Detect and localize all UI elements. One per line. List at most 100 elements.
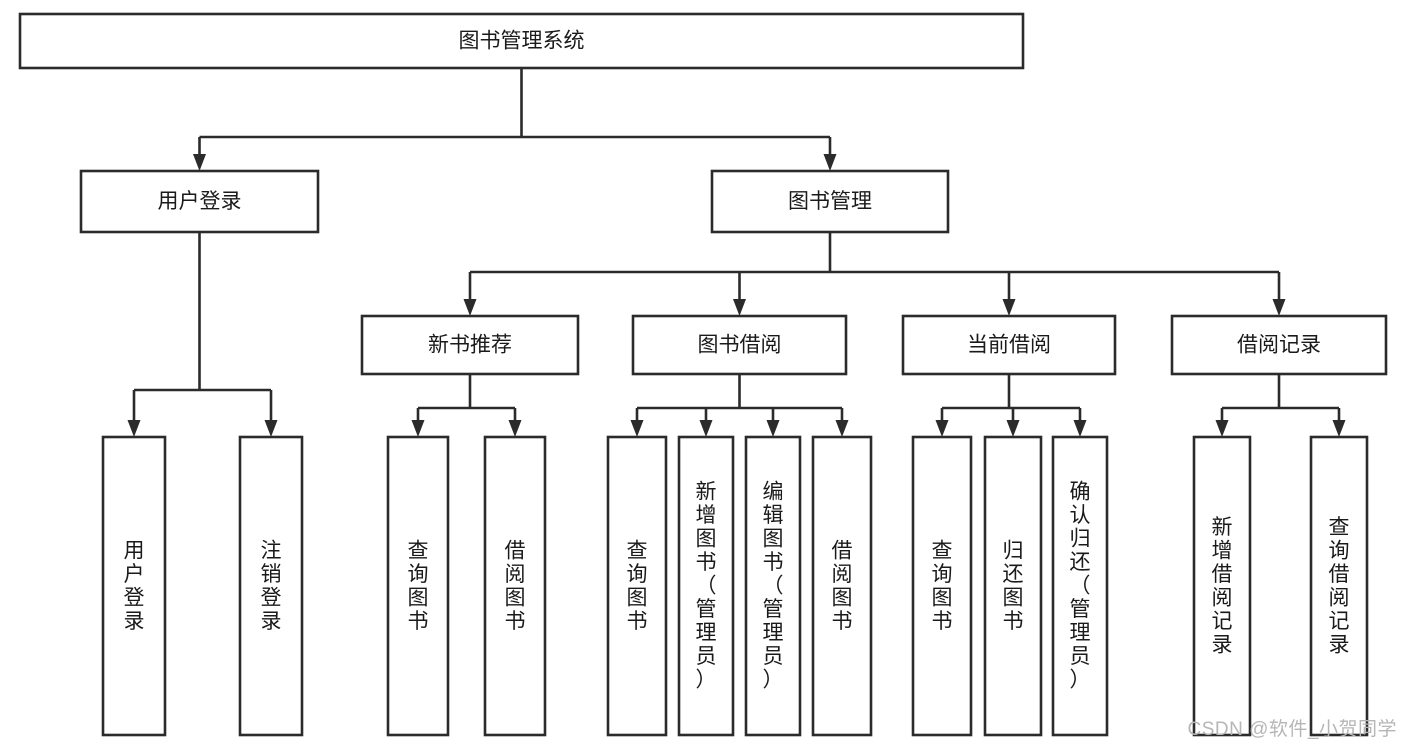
node-label-char: 员 bbox=[1070, 645, 1091, 668]
node-label-char: 理 bbox=[1070, 622, 1091, 645]
node-label-char: 图 bbox=[1003, 586, 1024, 609]
arrow-head-icon bbox=[1332, 420, 1346, 437]
node-box bbox=[606, 435, 668, 737]
node-label-char: 图 bbox=[505, 586, 526, 609]
node-book-borrow[interactable]: 图书借阅 bbox=[631, 314, 848, 376]
node-borrow-record[interactable]: 借阅记录 bbox=[1170, 314, 1388, 376]
node-box bbox=[983, 435, 1043, 737]
node-label-char: 管 bbox=[1070, 598, 1091, 621]
node-label-char: 编 bbox=[763, 481, 784, 504]
node-label-char: （ bbox=[763, 575, 784, 598]
arrow-head-icon bbox=[1002, 299, 1016, 316]
node-label: 图书管理系统 bbox=[459, 30, 585, 53]
node-user-login[interactable]: 用户登录 bbox=[79, 169, 320, 234]
node-label-char: 录 bbox=[124, 610, 145, 633]
node-box bbox=[238, 435, 304, 737]
node-label: 用户登录 bbox=[158, 190, 242, 213]
node-box bbox=[911, 435, 973, 737]
arrow-head-icon bbox=[193, 154, 206, 171]
node-root[interactable]: 图书管理系统 bbox=[18, 12, 1025, 70]
node-label-char: 询 bbox=[932, 563, 953, 586]
node-label-char: 图 bbox=[763, 528, 784, 551]
arrow-head-icon bbox=[733, 299, 746, 316]
node-current-borrow[interactable]: 当前借阅 bbox=[901, 314, 1117, 376]
node-label-char: 管 bbox=[696, 598, 717, 621]
node-label-char: 销 bbox=[261, 563, 282, 586]
node-box bbox=[744, 435, 802, 737]
arrow-head-icon bbox=[1272, 299, 1286, 316]
node-leaf-user-login[interactable]: 用户登录 bbox=[101, 435, 167, 737]
node-label-char: ） bbox=[763, 669, 784, 692]
node-label-char: 管 bbox=[763, 598, 784, 621]
node-label-char: 书 bbox=[408, 610, 429, 633]
node-box bbox=[677, 435, 735, 737]
csdn-watermark: CSDN @软件_小贺同学 bbox=[1187, 719, 1397, 740]
node-box bbox=[18, 12, 1025, 70]
node-label-char: 员 bbox=[763, 645, 784, 668]
node-new-book-recommend[interactable]: 新书推荐 bbox=[360, 314, 580, 376]
node-label-char: 阅 bbox=[832, 563, 853, 586]
node-label-char: 书 bbox=[932, 610, 953, 633]
node-label-char: 认 bbox=[1070, 504, 1091, 527]
arrow-head-icon bbox=[766, 420, 780, 437]
node-label-char: 理 bbox=[763, 622, 784, 645]
node-label-char: 阅 bbox=[505, 563, 526, 586]
node-label-char: 录 bbox=[1212, 633, 1233, 656]
node-label-char: 记 bbox=[1212, 610, 1233, 633]
node-label-char: （ bbox=[1070, 575, 1091, 598]
arrow-head-icon bbox=[411, 420, 425, 437]
node-label-char: 辑 bbox=[763, 504, 784, 527]
arrow-head-icon bbox=[823, 154, 837, 171]
node-label-char: 还 bbox=[1070, 551, 1091, 574]
arrow-head-icon bbox=[630, 420, 644, 437]
node-box bbox=[1309, 435, 1369, 737]
node-box bbox=[360, 314, 580, 376]
node-label-char: 图 bbox=[932, 586, 953, 609]
node-label-char: 员 bbox=[696, 645, 717, 668]
node-label-char: 查 bbox=[408, 539, 429, 562]
node-label-char: 注 bbox=[261, 539, 282, 562]
arrow-head-icon bbox=[699, 420, 713, 437]
arrow-head-icon bbox=[1215, 420, 1229, 437]
node-box bbox=[483, 435, 547, 737]
node-label-char: 图 bbox=[696, 528, 717, 551]
node-box bbox=[631, 314, 848, 376]
node-label-char: 查 bbox=[932, 539, 953, 562]
node-label-char: 登 bbox=[124, 586, 145, 609]
node-label-char: 图 bbox=[832, 586, 853, 609]
node-box bbox=[1192, 435, 1252, 737]
node-box bbox=[386, 435, 450, 737]
arrow-head-icon bbox=[508, 420, 522, 437]
node-book-management[interactable]: 图书管理 bbox=[710, 169, 950, 234]
node-label-char: 借 bbox=[505, 539, 526, 562]
node-label-char: ） bbox=[696, 669, 717, 692]
node-label-char: 确 bbox=[1070, 481, 1091, 504]
node-box bbox=[1170, 314, 1388, 376]
arrow-head-icon bbox=[1006, 420, 1020, 437]
arrow-head-icon bbox=[1073, 420, 1087, 437]
arrow-head-icon bbox=[835, 420, 849, 437]
node-label: 图书借阅 bbox=[698, 334, 782, 357]
node-label-char: 书 bbox=[696, 551, 717, 574]
arrow-head-icon bbox=[935, 420, 949, 437]
node-label-char: 录 bbox=[261, 610, 282, 633]
node-label-char: 理 bbox=[696, 622, 717, 645]
arrow-head-icon bbox=[127, 420, 141, 437]
node-label-char: 阅 bbox=[1329, 586, 1350, 609]
node-label-char: 增 bbox=[696, 504, 717, 527]
node-label-char: 增 bbox=[1212, 539, 1233, 562]
node-label: 图书管理 bbox=[788, 190, 872, 213]
